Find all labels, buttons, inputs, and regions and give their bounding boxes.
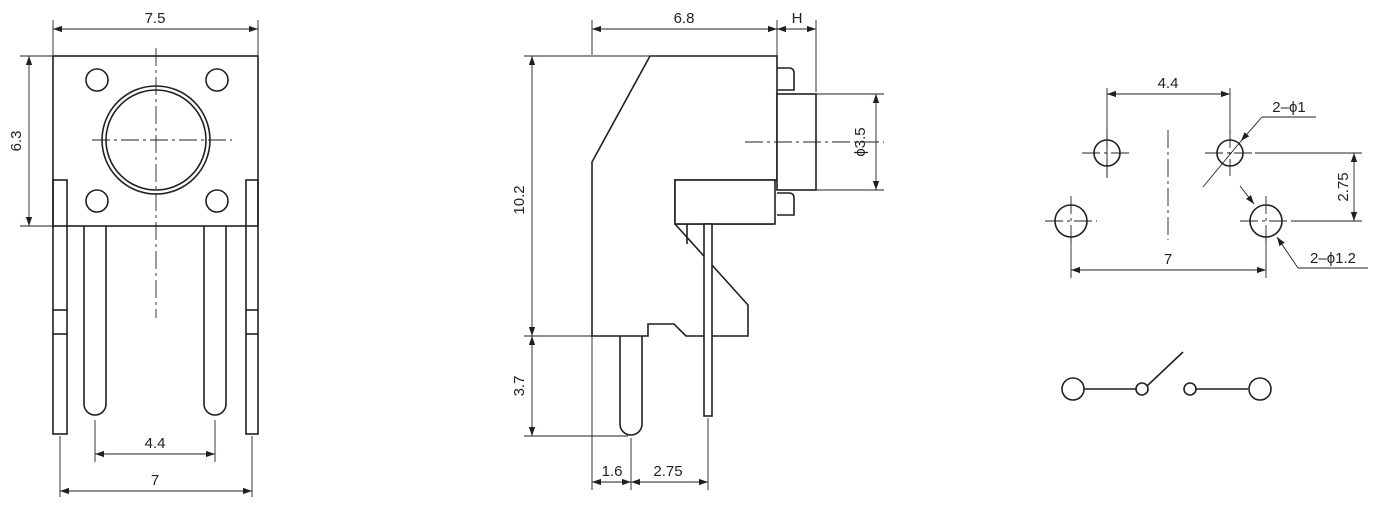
label-body-height: 10.2 (511, 185, 528, 214)
dimension-height: 6.3 (8, 55, 54, 227)
label-row-offset: 2.75 (1335, 172, 1352, 201)
label-outer-span: 7 (151, 472, 159, 489)
dimension-width: 7.5 (52, 10, 259, 55)
dimension-pin-length: 3.7 (511, 336, 628, 437)
side-view: 6.8 H 10.2 3.7 (511, 10, 884, 490)
label-hole-pitch: 4.4 (1158, 75, 1179, 92)
side-legs (52, 179, 259, 435)
dimension-hole-pitch: 4.4 (1106, 75, 1231, 178)
label-actuator-diameter: ϕ3.5 (852, 127, 869, 156)
side-pin (619, 336, 643, 436)
actuator-housing (674, 179, 776, 225)
front-tab (777, 67, 795, 91)
label-pin-offset: 1.6 (602, 463, 623, 480)
label-large-hole: 2–ϕ1.2 (1310, 250, 1356, 267)
label-pin-spacing: 2.75 (653, 463, 682, 480)
front-tab (777, 192, 795, 216)
mounting-hole (205, 189, 229, 213)
side-body (591, 55, 778, 337)
front-view: 7.5 6.3 (8, 10, 259, 497)
callout-large-hole: 2–ϕ1.2 (1239, 185, 1368, 269)
label-outer-pitch: 7 (1164, 251, 1172, 268)
pcb-layout: 4.4 2–ϕ1 2.75 (1045, 75, 1368, 278)
dimension-depth: 6.8 (591, 10, 778, 57)
dimension-outer-span: 7 (59, 436, 253, 497)
dimension-pin-offsets: 1.6 2.75 (591, 336, 709, 490)
label-width: 7.5 (145, 10, 166, 27)
dimension-outer-pitch: 7 (1070, 238, 1267, 278)
switch-body (52, 55, 259, 227)
switch-symbol (1061, 351, 1272, 401)
label-height: 6.3 (8, 131, 25, 152)
dimension-actuator-diameter: ϕ3.5 (816, 93, 884, 191)
mounting-hole (85, 68, 109, 92)
label-pin-length: 3.7 (511, 376, 528, 397)
mounting-hole (85, 189, 109, 213)
label-h: H (792, 10, 803, 27)
dimension-body-height: 10.2 (511, 55, 650, 337)
dimension-pin-pitch: 4.4 (94, 420, 216, 462)
mounting-hole (205, 68, 229, 92)
label-depth: 6.8 (674, 10, 695, 27)
terminal-pin (203, 226, 227, 416)
side-pin-thin (703, 223, 713, 417)
callout-small-hole: 2–ϕ1 (1202, 99, 1316, 188)
dimension-actuator-height: H (777, 10, 817, 92)
dimension-row-offset: 2.75 (1255, 152, 1362, 222)
label-small-hole: 2–ϕ1 (1272, 99, 1305, 116)
label-pin-pitch: 4.4 (145, 435, 166, 452)
terminal-pin (83, 226, 107, 416)
